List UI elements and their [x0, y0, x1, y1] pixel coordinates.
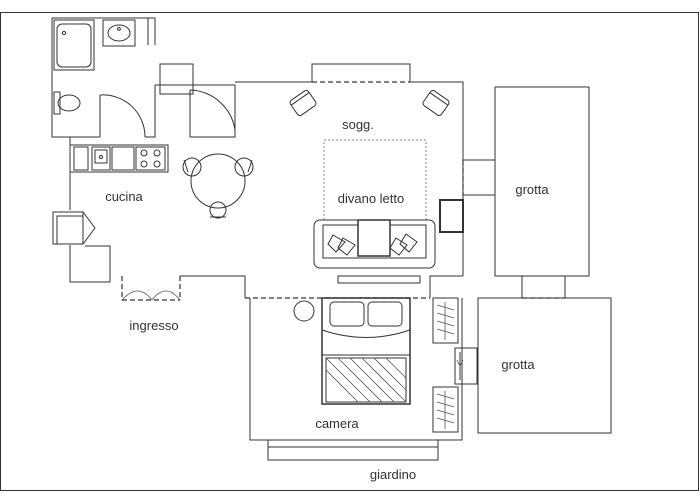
passage	[462, 159, 495, 196]
sofa-icon	[313, 219, 436, 269]
armchair-icon	[422, 89, 450, 117]
label-ingresso: ingresso	[129, 318, 178, 333]
bedroom	[249, 297, 478, 461]
label-giardino: giardino	[370, 467, 416, 482]
bathroom	[51, 17, 156, 138]
toilet-icon	[53, 91, 81, 115]
label-divano-letto: divano letto	[338, 191, 405, 206]
label-grotta-1: grotta	[515, 182, 549, 197]
bathroom-door	[99, 94, 146, 138]
grotta-room-1	[494, 86, 590, 277]
sink-icon	[91, 146, 111, 171]
chair-icon	[182, 157, 202, 177]
grotta-connector	[521, 276, 566, 299]
chair-icon	[234, 157, 254, 177]
kitchen-counter	[70, 144, 169, 173]
chair-icon	[209, 201, 227, 219]
hall-door	[189, 89, 236, 137]
page-frame	[0, 12, 699, 491]
fridge-icon	[52, 211, 96, 245]
plant-icon	[293, 300, 315, 322]
wardrobe-icon	[432, 386, 459, 433]
cabinet	[159, 63, 194, 95]
stove-icon	[135, 146, 166, 171]
hall	[155, 63, 236, 138]
armchair-icon	[289, 89, 317, 117]
shower-icon	[53, 19, 95, 71]
dining-table	[182, 153, 254, 219]
sink-icon	[102, 19, 136, 47]
label-cucina: cucina	[105, 189, 143, 204]
label-soggiorno: sogg.	[342, 117, 374, 132]
grotta-room-2	[477, 297, 612, 434]
wardrobe-icon	[432, 297, 459, 344]
grotta-door	[454, 347, 478, 385]
label-grotta-2: grotta	[501, 357, 535, 372]
entrance-door	[121, 276, 181, 301]
bed-icon	[321, 297, 411, 405]
label-camera: camera	[315, 416, 359, 431]
tv-cabinet	[439, 199, 464, 233]
